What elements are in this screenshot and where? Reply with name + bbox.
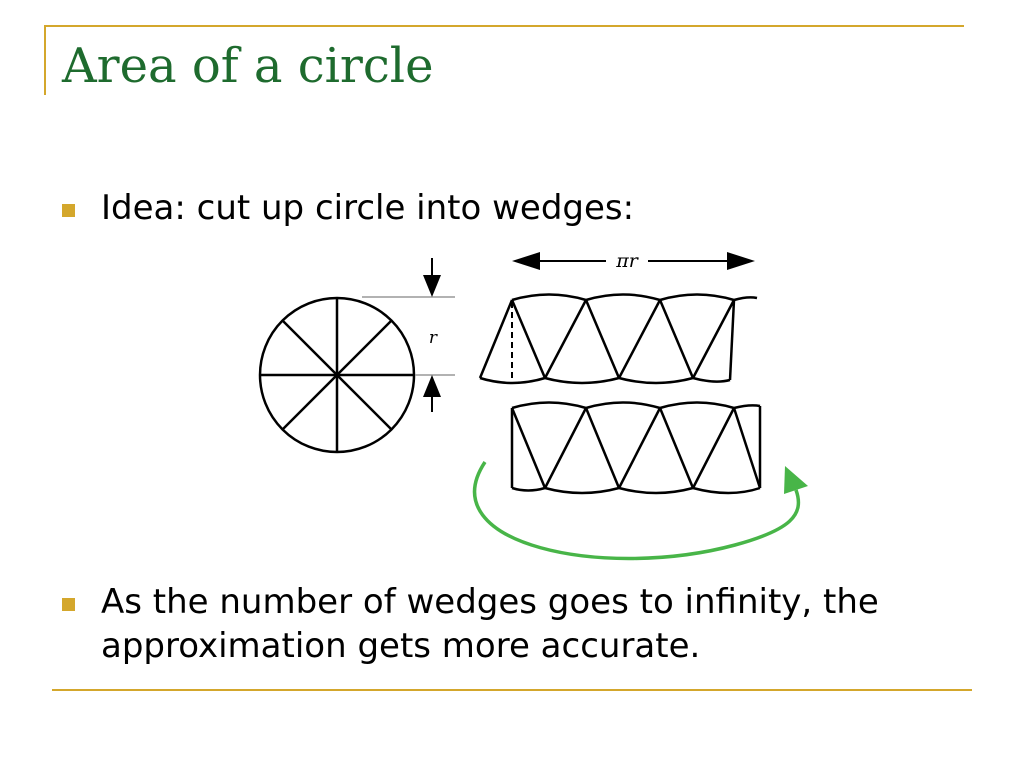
wedge-bottom-zig-4 [617,407,662,489]
wedge-top-edge-right [728,299,736,381]
radius-label: r [429,328,438,348]
wedge-line-diagonal-2 [281,319,393,431]
pi-r-label: πr [615,250,639,272]
slide-title: Area of a circle [62,38,434,94]
wedge-bottom-zig-2 [543,407,588,489]
frame-bottom-rule [52,689,972,691]
pi-r-arrow-right-head [727,252,755,270]
wedge-top-zig-5 [658,299,695,379]
radius-arrow-top-head [423,275,441,297]
radius-arrow-bottom-head [423,375,441,397]
wedge-top-zig-6 [691,299,736,379]
radius-dimension: r [362,258,455,412]
wedge-bottom-zig-3 [584,407,621,489]
wedge-top-zig-3 [584,299,621,379]
pi-r-arrow-left-head [512,252,540,270]
pi-r-dimension: πr [512,250,755,272]
wedge-row-bottom-upper-arcs [511,401,761,410]
wedge-row-top-lower-arcs [479,376,731,385]
wedge-top-zig-2 [543,299,588,379]
wedge-row-top-upper-arcs [511,293,758,302]
bullet-item-2: As the number of wedges goes to infinity… [62,580,982,668]
bullet-square-icon [62,204,75,217]
wedge-bottom-zig-1 [510,407,547,489]
wedge-bottom-zig-5 [658,407,695,489]
bullet-item-1: Idea: cut up circle into wedges: [62,186,982,230]
wedge-diagram: r πr [258,250,808,561]
wedge-bottom-zig-6 [691,407,736,489]
bullet-square-icon [62,598,75,611]
wedge-row-top [478,293,758,385]
wedge-top-zig-1 [510,299,547,379]
bullet-text-1: Idea: cut up circle into wedges: [101,188,635,228]
green-arrow-head-icon [784,466,808,494]
wedge-top-edge-left [478,299,514,379]
frame-left-rule [44,25,46,95]
cut-circle [258,296,416,454]
wedge-row-bottom-lower-arcs [511,486,761,495]
transform-arrow [472,461,808,561]
frame-top-rule [44,25,964,27]
wedge-bottom-zig-7 [732,407,762,489]
wedge-row-bottom [510,401,762,495]
green-arc-arrow [472,461,801,561]
wedge-top-zig-4 [617,299,662,379]
bullet-text-2: As the number of wedges goes to infinity… [101,582,879,666]
